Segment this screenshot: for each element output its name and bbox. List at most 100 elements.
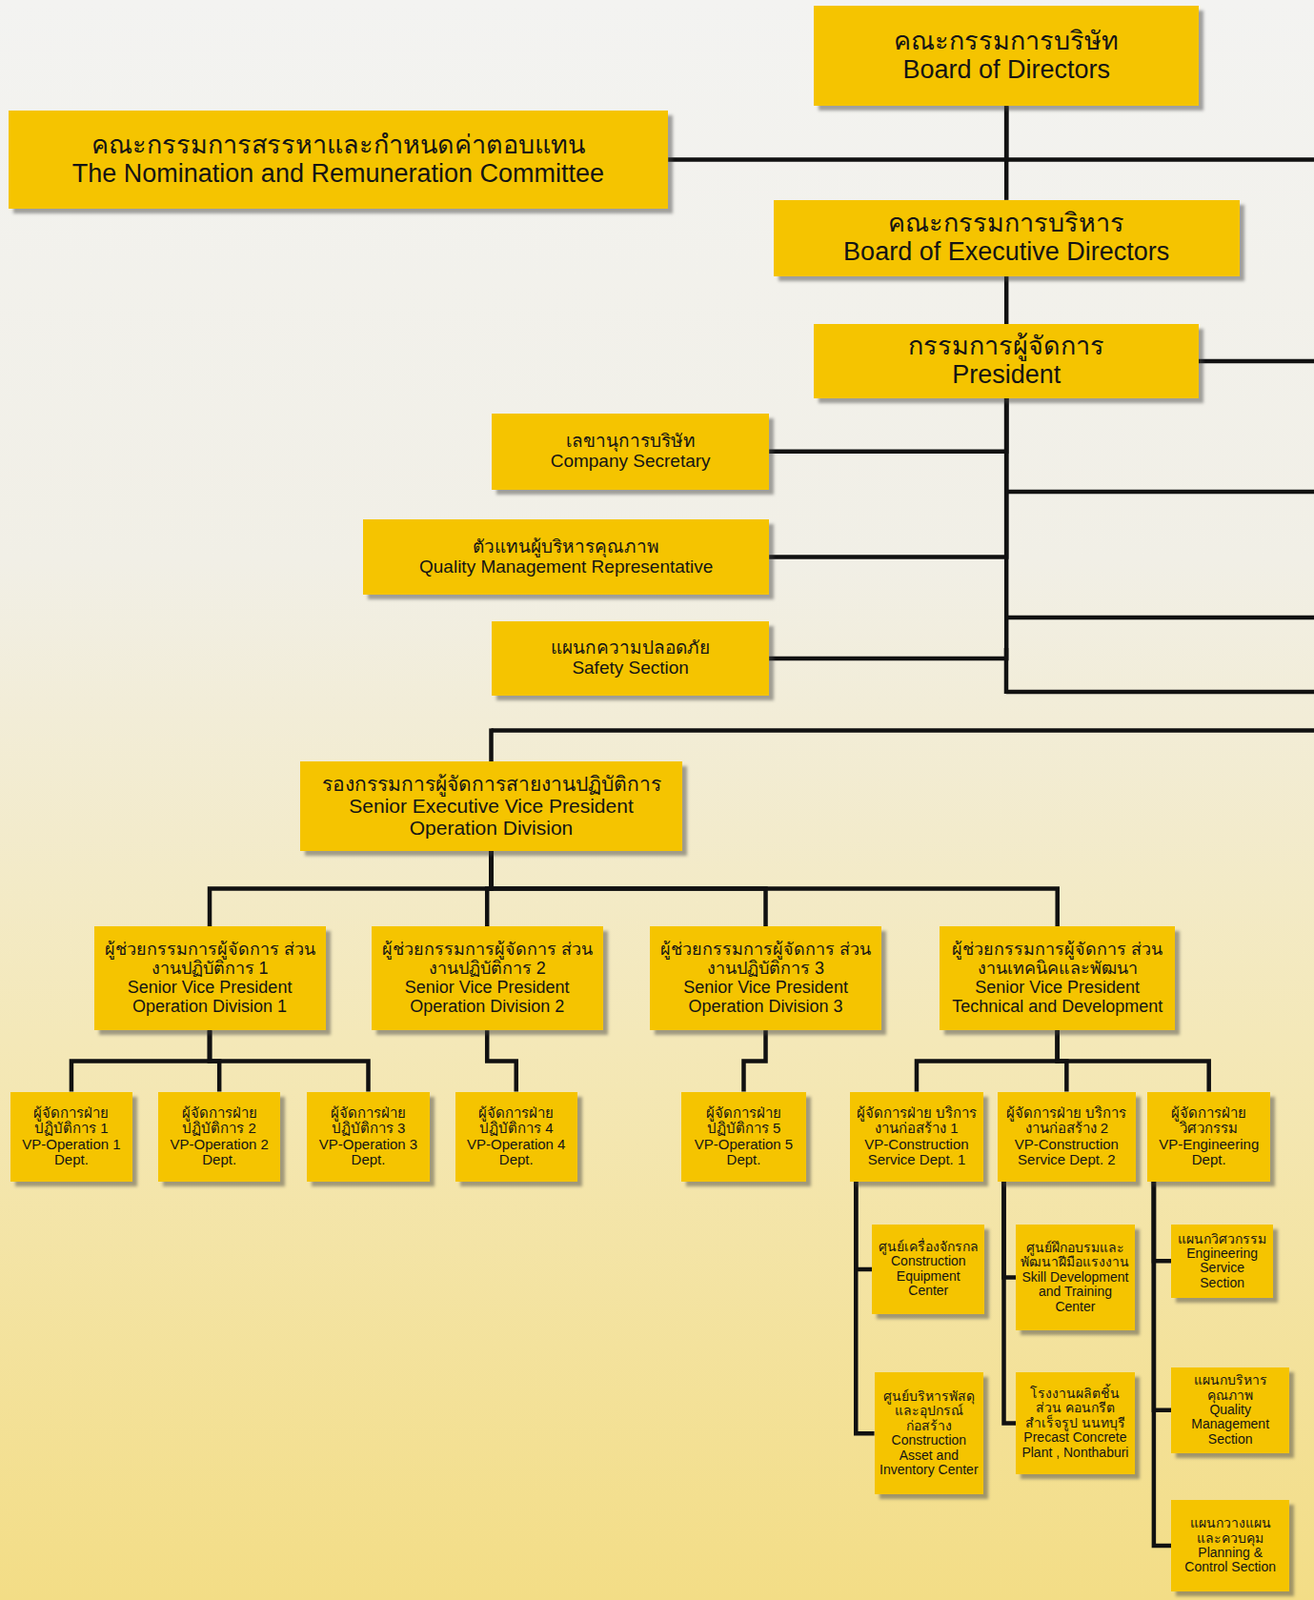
- org-box: ผู้ช่วยกรรมการผู้จัดการ ส่วนงานเทคนิคและ…: [939, 926, 1175, 1031]
- org-connector: [1057, 1030, 1210, 1092]
- box-text: Construction Equipment Center: [876, 1253, 980, 1298]
- box-text: VP-Operation 5 Dept.: [686, 1136, 802, 1169]
- org-connector: [1153, 1181, 1172, 1411]
- offpage-line: [1006, 615, 1314, 621]
- box-text: ผู้จัดการฝ่าย ปฏิบัติการ 1: [15, 1105, 128, 1137]
- box-text: ผู้จัดการฝ่าย ปฏิบัติการ 4: [460, 1105, 573, 1137]
- org-connector: [1004, 1181, 1017, 1424]
- box-text: ศูนย์บริหารพัสดุ และอุปกรณ์ ก่อสร้าง: [879, 1389, 980, 1434]
- org-box: ผู้จัดการฝ่าย บริการงานก่อสร้าง 2VP-Cons…: [997, 1091, 1136, 1182]
- trunk-line: [488, 727, 494, 762]
- offpage-line: [1006, 489, 1314, 495]
- box-text: ผู้ช่วยกรรมการผู้จัดการ ส่วนงานเทคนิคและ…: [944, 940, 1171, 979]
- org-box: ศูนย์ฝึกอบรมและ พัฒนาฝีมือแรงงานSkill De…: [1015, 1224, 1134, 1331]
- offpage-line: [1198, 359, 1314, 364]
- box-text: คณะกรรมการบริษัท: [893, 27, 1119, 57]
- org-box: กรรมการผู้จัดการPresident: [813, 323, 1199, 398]
- offpage-line: [1006, 689, 1314, 695]
- org-box: คณะกรรมการบริษัทBoard of Directors: [813, 5, 1199, 106]
- box-text: ผู้จัดการฝ่าย ปฏิบัติการ 3: [311, 1105, 425, 1137]
- box-text: ผู้จัดการฝ่าย บริการงานก่อสร้าง 1: [854, 1105, 979, 1137]
- org-box: แผนกวิศวกรรมEngineering Service Section: [1171, 1224, 1274, 1298]
- box-text: รองกรรมการผู้จัดการสายงานปฏิบัติการ: [322, 772, 662, 795]
- org-box: ผู้จัดการฝ่าย ปฏิบัติการ 4VP-Operation 4…: [455, 1091, 578, 1182]
- box-text: VP-Operation 3 Dept.: [311, 1136, 425, 1169]
- box-text: Construction Asset and Inventory Center: [879, 1433, 980, 1477]
- org-box: ผู้จัดการฝ่าย ปฏิบัติการ 3VP-Operation 3…: [306, 1091, 429, 1182]
- org-box: ผู้จัดการฝ่าย บริการงานก่อสร้าง 1VP-Cons…: [849, 1091, 984, 1182]
- box-text: ผู้ช่วยกรรมการผู้จัดการ ส่วนงานปฏิบัติกา…: [99, 940, 322, 979]
- org-box: ตัวแทนผู้บริหารคุณภาพQuality Management …: [363, 519, 769, 595]
- org-box: โรงงานผลิตชิ้นส่วน คอนกรีตสำเร็จรูป นนทบ…: [1015, 1372, 1134, 1475]
- box-text: ผู้จัดการฝ่าย ปฏิบัติการ 5: [686, 1105, 802, 1137]
- org-connector: [1004, 105, 1010, 200]
- box-text: VP-Operation 4 Dept.: [460, 1136, 573, 1169]
- box-text: Precast Concrete Plant , Nonthaburi: [1020, 1430, 1130, 1460]
- org-connector: [768, 398, 1007, 452]
- org-box: คณะกรรมการบริหารBoard of Executive Direc…: [773, 200, 1240, 277]
- org-connector: [209, 1030, 368, 1092]
- box-text: Engineering Service Section: [1175, 1246, 1269, 1291]
- org-box: เลขานุการบริษัทCompany Secretary: [491, 413, 769, 490]
- org-connector: [209, 850, 491, 927]
- org-connector: [1004, 276, 1010, 324]
- org-connector: [916, 1030, 1058, 1092]
- box-text: Quality Management Section: [1175, 1402, 1285, 1447]
- box-text: ผู้จัดการฝ่าย วิศวกรรม: [1152, 1105, 1265, 1137]
- box-text: Planning & Control Section: [1175, 1545, 1285, 1576]
- org-connector: [743, 1030, 766, 1092]
- org-connector: [71, 1030, 210, 1092]
- org-box: ผู้ช่วยกรรมการผู้จัดการ ส่วนงานปฏิบัติกา…: [371, 926, 604, 1031]
- box-text: Skill Development and Training Center: [1020, 1270, 1130, 1314]
- box-text: ผู้จัดการฝ่าย บริการงานก่อสร้าง 2: [1002, 1105, 1132, 1137]
- org-connector: [491, 850, 1058, 927]
- org-box: แผนกความปลอดภัยSafety Section: [491, 621, 769, 696]
- box-text: Company Secretary: [550, 451, 711, 472]
- box-text: ผู้ช่วยกรรมการผู้จัดการ ส่วนงานปฏิบัติกา…: [376, 940, 599, 979]
- box-text: Senior Executive Vice President Operatio…: [304, 794, 678, 839]
- org-box: ศูนย์เครื่องจักรกลConstruction Equipment…: [871, 1224, 985, 1314]
- offpage-line: [491, 727, 1314, 733]
- box-text: Safety Section: [571, 658, 689, 679]
- box-text: กรรมการผู้จัดการ: [908, 332, 1105, 362]
- org-box: รองกรรมการผู้จัดการสายงานปฏิบัติการSenio…: [300, 761, 683, 851]
- box-text: ศูนย์ฝึกอบรมและ พัฒนาฝีมือแรงงาน: [1020, 1240, 1130, 1271]
- org-connector: [768, 398, 1007, 660]
- box-text: ศูนย์เครื่องจักรกล: [878, 1239, 979, 1254]
- org-box: ผู้จัดการฝ่าย วิศวกรรมVP-Engineering Dep…: [1147, 1091, 1270, 1182]
- org-box: ผู้จัดการฝ่าย ปฏิบัติการ 2VP-Operation 2…: [158, 1091, 281, 1182]
- offpage-line: [1006, 157, 1314, 162]
- org-connector: [768, 398, 1007, 558]
- box-text: Board of Directors: [902, 56, 1111, 85]
- box-text: ผู้ช่วยกรรมการผู้จัดการ ส่วนงานปฏิบัติกา…: [654, 940, 877, 979]
- box-text: The Nomination and Remuneration Committe…: [72, 160, 605, 189]
- box-text: โรงงานผลิตชิ้นส่วน คอนกรีตสำเร็จรูป นนทบ…: [1020, 1386, 1130, 1431]
- box-text: Quality Management Representative: [419, 557, 713, 578]
- box-text: VP-Engineering Dept.: [1152, 1136, 1265, 1169]
- org-box: ผู้ช่วยกรรมการผู้จัดการ ส่วนงานปฏิบัติกา…: [649, 926, 882, 1031]
- box-text: Senior Vice President Operation Division…: [376, 978, 599, 1017]
- box-text: Senior Vice President Operation Division…: [99, 978, 322, 1017]
- org-connector: [855, 1181, 872, 1270]
- box-text: แผนกวางแผน และควบคุม: [1175, 1516, 1285, 1546]
- box-text: แผนกความปลอดภัย: [550, 638, 710, 659]
- box-text: VP-Construction Service Dept. 2: [1002, 1136, 1132, 1169]
- org-box: คณะกรรมการสรรหาและกำหนดค่าตอบแทนThe Nomi…: [8, 110, 669, 210]
- box-text: President: [951, 361, 1061, 390]
- box-text: VP-Operation 1 Dept.: [15, 1136, 128, 1169]
- box-text: แผนกบริหารคุณภาพ: [1175, 1373, 1285, 1403]
- box-text: แผนกวิศวกรรม: [1177, 1232, 1267, 1247]
- box-text: VP-Operation 2 Dept.: [162, 1136, 276, 1169]
- org-box: ผู้จัดการฝ่าย ปฏิบัติการ 5VP-Operation 5…: [681, 1091, 807, 1182]
- box-text: Board of Executive Directors: [843, 238, 1170, 267]
- box-text: VP-Construction Service Dept. 1: [854, 1136, 979, 1169]
- box-text: คณะกรรมการสรรหาและกำหนดค่าตอบแทน: [91, 131, 586, 161]
- box-text: เลขานุการบริษัท: [566, 431, 696, 452]
- org-connector: [486, 1030, 517, 1092]
- org-connector: [667, 105, 1007, 160]
- org-box: ผู้จัดการฝ่าย ปฏิบัติการ 1VP-Operation 1…: [10, 1091, 133, 1182]
- org-box: แผนกวางแผน และควบคุมPlanning & Control S…: [1171, 1499, 1290, 1592]
- org-connector: [1153, 1181, 1172, 1546]
- box-text: ผู้จัดการฝ่าย ปฏิบัติการ 2: [162, 1105, 276, 1137]
